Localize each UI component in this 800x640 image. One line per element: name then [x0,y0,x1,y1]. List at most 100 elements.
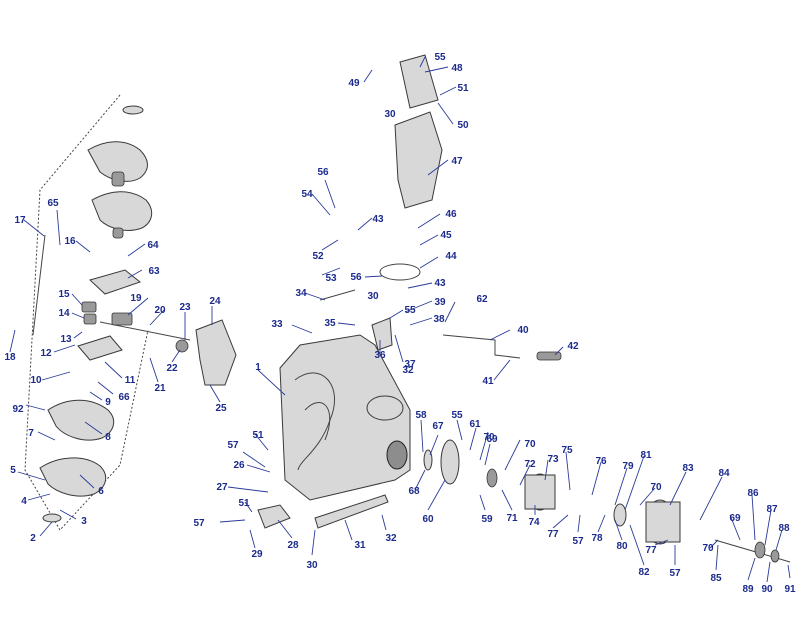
chute-crank [442,334,521,359]
chute-bracket [371,317,393,351]
chute-rod [319,289,356,301]
callout: 47 [451,156,463,167]
bearing-22 [175,339,189,353]
callout: 46 [445,209,457,220]
callout: 90 [761,584,773,595]
callout: 15 [58,289,70,300]
housing-bearing-port [386,440,408,470]
callout: 25 [215,403,227,414]
leader [419,56,426,68]
callout: 48 [451,63,463,74]
callout: 17 [14,215,26,226]
leader [414,469,426,491]
lower-auger-flight [47,399,115,441]
leader [254,433,269,451]
leader [629,524,645,566]
leader [209,384,221,403]
leader [41,371,71,381]
callout: 74 [528,517,540,528]
callout: 26 [233,460,245,471]
callout: 41 [482,376,494,387]
callout: 70 [650,482,662,493]
callout: 45 [440,230,452,241]
callout: 65 [47,198,59,209]
callout: 52 [312,251,324,262]
leader [344,519,353,541]
callout: 33 [271,319,283,330]
leader [97,381,114,395]
callout: 4 [21,496,27,507]
leader [565,451,571,491]
top-bearing-disc [122,105,144,115]
leader [597,514,606,533]
callout: 35 [324,318,336,329]
housing-body [279,334,411,501]
leader [439,86,457,96]
callout: 70 [524,439,536,450]
callout: 24 [209,296,221,307]
leader [71,312,85,319]
leader [277,519,293,539]
callout: 27 [216,482,228,493]
upper-spacer-2 [112,227,124,239]
callout: 32 [402,365,414,376]
callout: 29 [251,549,263,560]
leader [709,539,719,549]
flange-79 [613,503,627,527]
callout: 86 [747,488,759,499]
coupler-15 [81,301,97,313]
callout: 53 [325,273,337,284]
callout: 1 [255,362,261,373]
leader [389,309,404,319]
callout: 84 [718,468,730,479]
callout: 44 [445,251,457,262]
leader [456,419,463,441]
gear-case-83-body [645,501,681,543]
bearing-90 [770,549,780,563]
leader [381,514,387,531]
seal-71 [486,468,498,488]
callout: 34 [295,288,307,299]
leader [127,243,146,257]
callout: 30 [384,109,396,120]
leader [364,275,383,278]
leader [504,439,521,471]
callout: 77 [645,545,657,556]
callout: 50 [457,120,469,131]
leader [775,529,783,551]
callout: 51 [238,498,250,509]
leader [304,292,326,301]
callout: 61 [469,419,481,430]
callout: 43 [434,278,446,289]
leader [89,391,103,401]
leader [479,494,486,511]
callout: 89 [742,584,754,595]
leader [73,331,83,339]
callout: 56 [317,167,329,178]
leader [427,159,449,176]
gasket-60 [440,439,460,485]
leader [493,359,511,381]
callout: 37 [404,359,416,370]
leader [75,240,91,253]
leader [321,239,339,251]
chute-ring [379,263,421,281]
callout: 55 [451,410,463,421]
leader [427,479,446,511]
callout: 13 [60,334,72,345]
callout: 43 [372,214,384,225]
callout: 55 [404,305,416,316]
leader [424,66,449,73]
callout: 79 [622,461,634,472]
callout: 57 [193,518,205,529]
leader [429,434,439,456]
callout: 83 [682,463,694,474]
callout: 6 [98,486,104,497]
leader [394,334,404,363]
callout: 31 [354,540,366,551]
callout: 11 [125,375,136,386]
gear-19 [111,312,133,326]
leader [751,494,756,541]
callout: 62 [476,294,488,305]
auger-outline [24,94,149,531]
